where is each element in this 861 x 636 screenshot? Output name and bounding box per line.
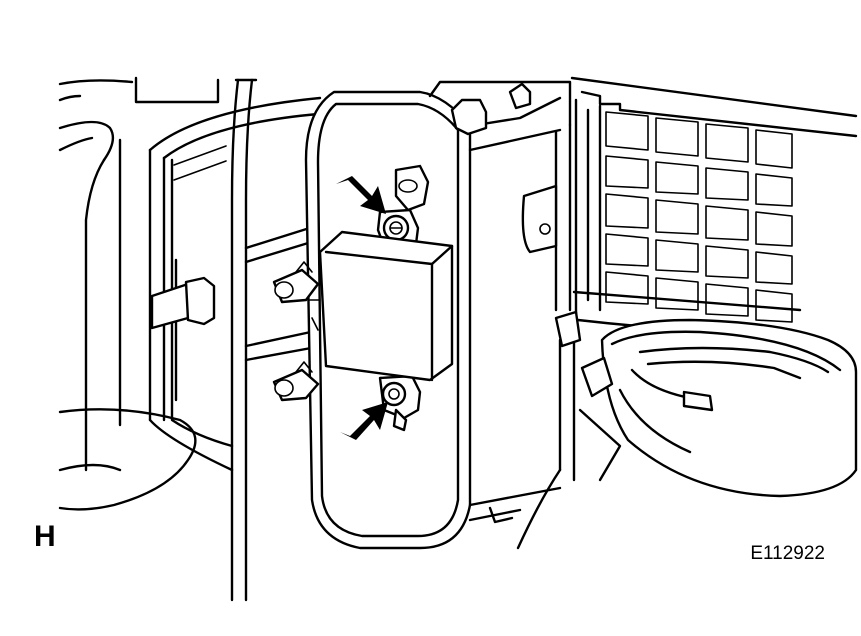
figure-code: E112922: [750, 543, 825, 564]
lower-panel: [58, 408, 197, 511]
grille-cells: [605, 111, 793, 323]
step-letter: H: [34, 520, 56, 553]
dashboard-frame: [58, 76, 324, 602]
blower-motor: [516, 310, 858, 550]
lower-bolt: [381, 381, 407, 407]
arrow-icon: [336, 176, 386, 214]
grille: [570, 76, 858, 334]
left-clips: [272, 261, 320, 402]
upper-bolt: [382, 214, 410, 242]
arrow-icon: [340, 402, 388, 440]
control-module: [309, 230, 454, 382]
